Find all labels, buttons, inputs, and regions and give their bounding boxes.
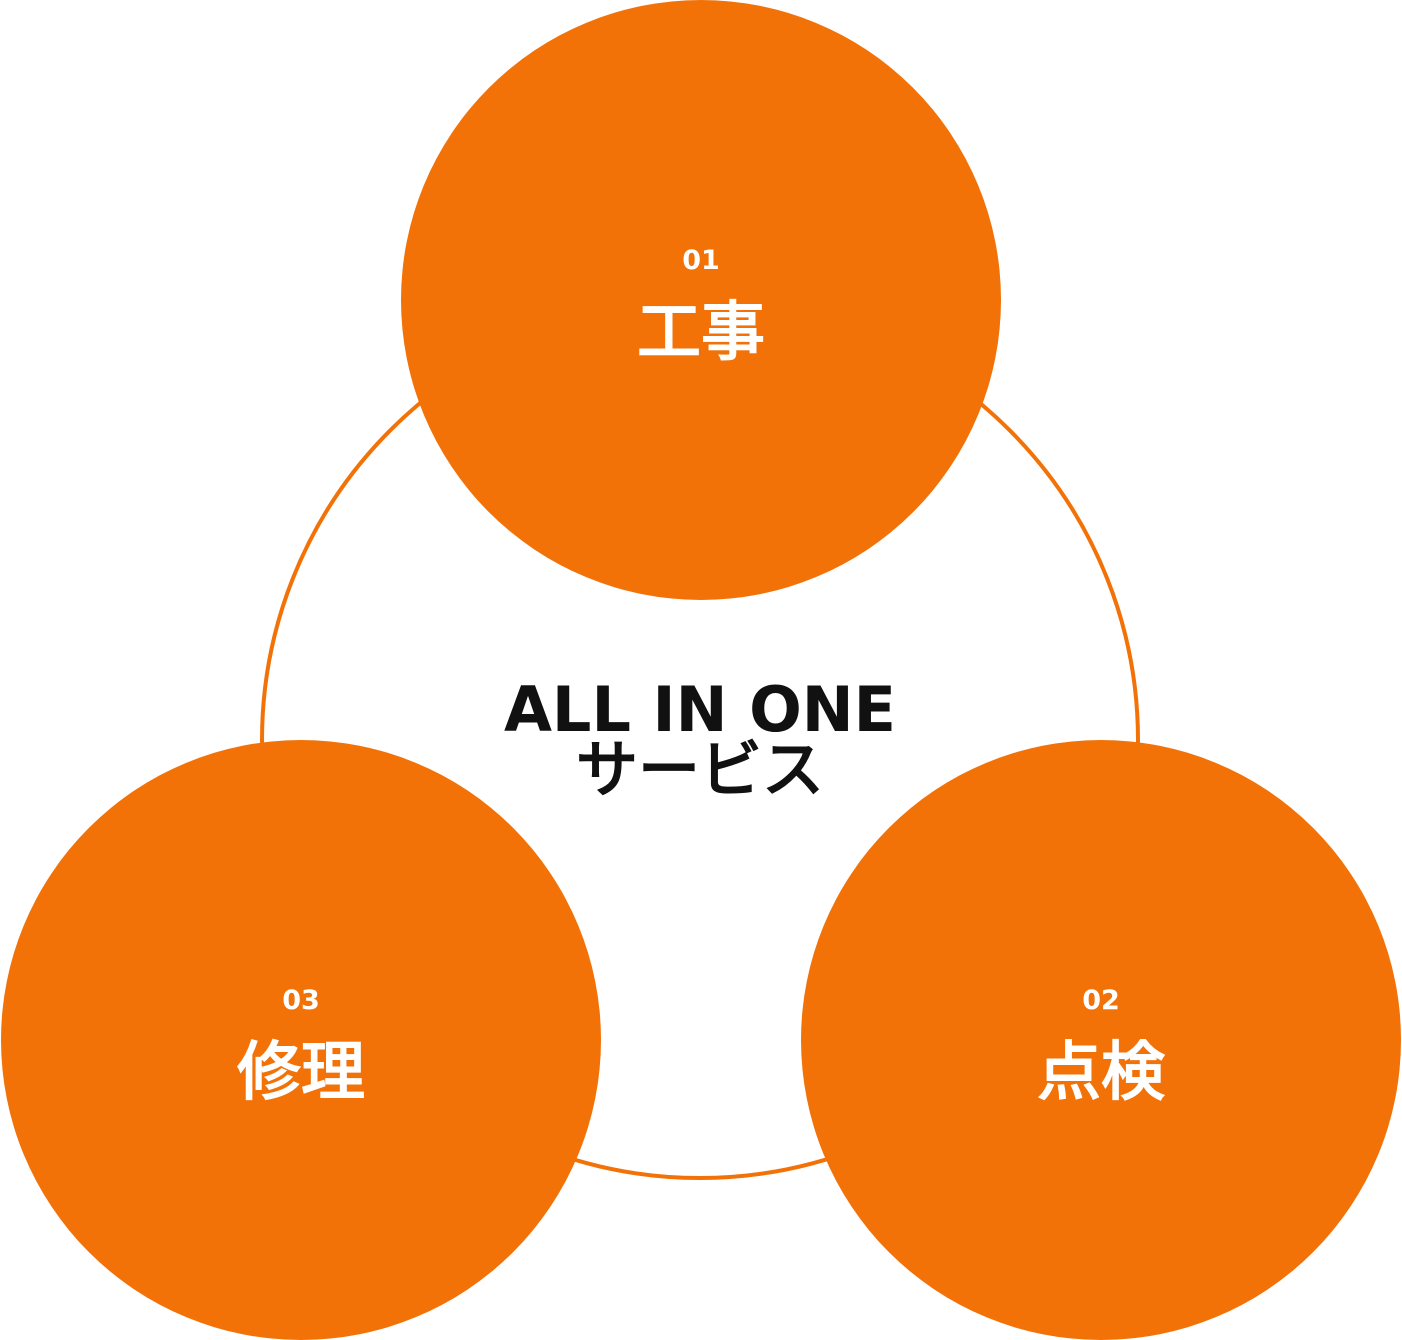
service-label: 点検 (1037, 1036, 1165, 1110)
center-title: ALL IN ONE サービス (450, 673, 950, 806)
service-circle-construction: 01 工事 (401, 0, 1001, 600)
service-number: 03 (282, 985, 320, 1016)
service-number: 02 (1082, 985, 1120, 1016)
service-circle-repair: 03 修理 (1, 740, 601, 1340)
service-label: 工事 (637, 296, 765, 370)
center-title-line-1: ALL IN ONE (503, 673, 897, 746)
center-title-line-2: サービス (575, 733, 824, 806)
service-number: 01 (682, 245, 720, 276)
service-circle-inspection: 02 点検 (801, 740, 1401, 1340)
service-label: 修理 (237, 1036, 365, 1110)
